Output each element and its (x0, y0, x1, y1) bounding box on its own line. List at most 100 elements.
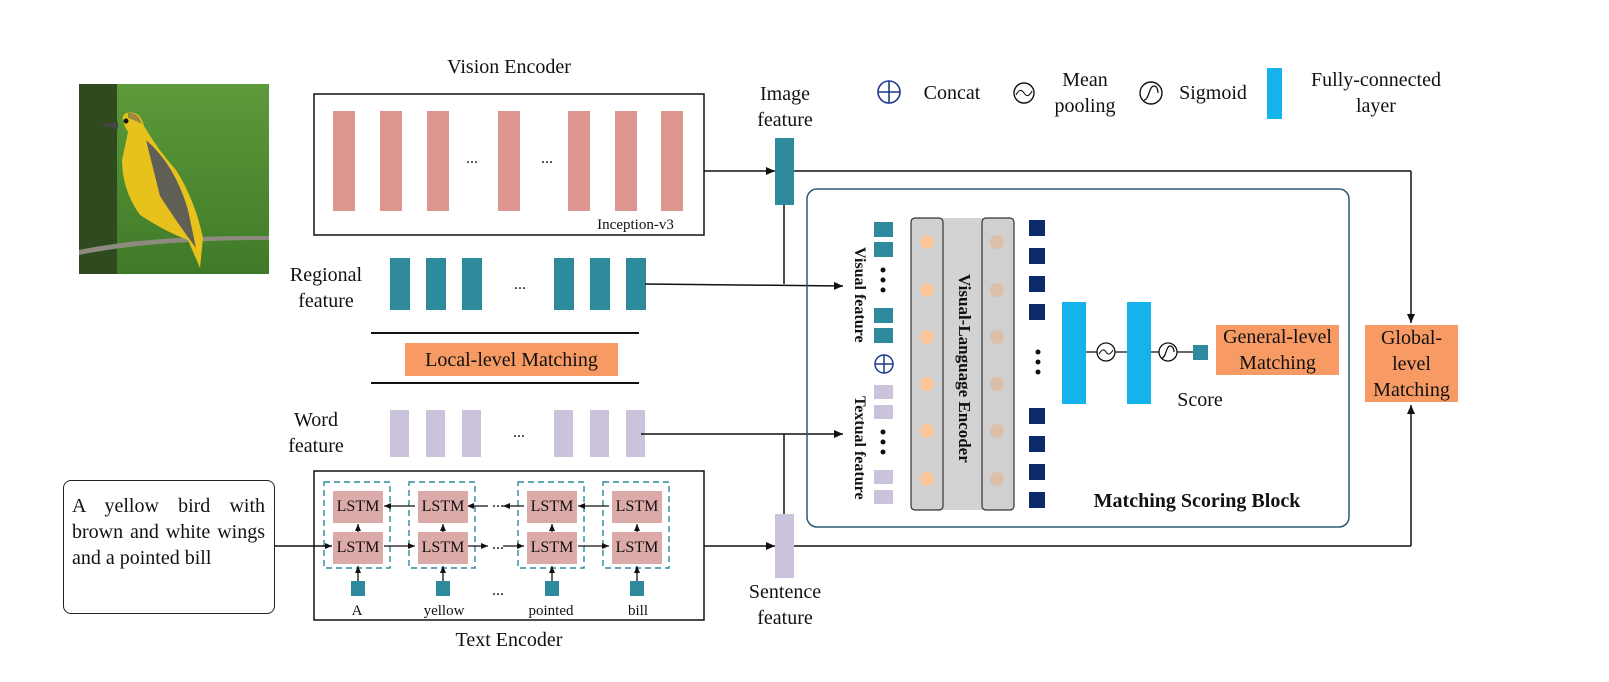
legend-concat-icon (877, 80, 901, 104)
legend-concat-label: Concat (923, 82, 981, 104)
vision-bar (615, 111, 637, 211)
fc-layer-1 (1062, 302, 1086, 404)
regional-bar (390, 258, 410, 310)
visual-feature-label: Visual feature (851, 247, 868, 343)
lstm-ellipsis-top: ... (492, 494, 504, 511)
lstm-cell: LSTM (527, 491, 577, 523)
word-bar (590, 410, 609, 457)
textual-dot (880, 429, 886, 435)
fc-layer-2 (1127, 302, 1151, 404)
regional-ellipsis: ... (514, 276, 526, 293)
token-input-square (436, 581, 450, 596)
output-dot (1035, 359, 1041, 365)
visual-feature-stack (874, 222, 893, 343)
lstm-cell: LSTM (418, 491, 468, 523)
output-token (1029, 464, 1045, 480)
output-token (1029, 436, 1045, 452)
connections (275, 167, 1415, 550)
token-label-bill: bill (627, 603, 648, 619)
encoder-input-dot (920, 377, 934, 391)
regional-bar (462, 258, 482, 310)
word-bar (626, 410, 645, 457)
matching-scoring-block (806, 188, 1350, 528)
token-label-yellow: yellow (423, 603, 465, 619)
output-token (1029, 220, 1045, 236)
encoder-output-tokens (1029, 220, 1045, 508)
token-label-pointed: pointed (528, 603, 574, 619)
vision-bar (498, 111, 520, 211)
vision-bar (661, 111, 683, 211)
legend-fc-layer-icon (1267, 68, 1282, 119)
token-input-square (630, 581, 644, 596)
textual-feature-label: Textual feature (851, 396, 868, 500)
lstm-ellipsis-bottom: ... (492, 536, 504, 553)
encoder-output-dot (990, 424, 1004, 438)
visual-token (874, 308, 893, 323)
output-token (1029, 492, 1045, 508)
encoder-input-dot (920, 330, 934, 344)
vision-encoder-bars (333, 111, 683, 211)
token-label-a: A (351, 603, 363, 619)
word-feature-bars (390, 410, 645, 457)
encoder-input-dot (920, 283, 934, 297)
word-bar (426, 410, 445, 457)
word-bar (462, 410, 481, 457)
encoder-input-dot (920, 235, 934, 249)
lstm-cell: LSTM (612, 491, 662, 523)
vision-bar (568, 111, 590, 211)
vision-ellipsis-1: ... (466, 150, 478, 167)
concat-icon (874, 354, 894, 374)
matching-scoring-block-title: Matching Scoring Block (1093, 490, 1301, 512)
vision-bar (380, 111, 402, 211)
textual-feature-stack (874, 385, 893, 504)
visual-token (874, 328, 893, 343)
legend-mean-pooling-icon (1013, 82, 1035, 104)
visual-dot (880, 287, 886, 293)
token-ellipsis: ... (492, 582, 504, 599)
legend-sigmoid-icon (1139, 81, 1163, 105)
scoring-head (1062, 302, 1208, 404)
regional-bar (590, 258, 610, 310)
visual-language-encoder (910, 217, 1015, 511)
vision-encoder-title: Vision Encoder (447, 56, 571, 78)
textual-dot (880, 439, 886, 445)
encoder-input-dot (920, 472, 934, 486)
lstm-groups (323, 481, 670, 596)
vision-encoder-box (313, 93, 705, 236)
textual-token (874, 490, 893, 504)
word-ellipsis: ... (513, 424, 525, 441)
encoder-output-dot (990, 330, 1004, 344)
visual-token (874, 222, 893, 237)
regional-bar (626, 258, 646, 310)
vision-ellipsis-2: ... (541, 150, 553, 167)
encoder-output-dot (990, 377, 1004, 391)
score-label: Score (1177, 389, 1223, 411)
legend-sigmoid-label: Sigmoid (1179, 82, 1247, 104)
token-input-square (351, 581, 365, 596)
word-bar (554, 410, 573, 457)
regional-bar (426, 258, 446, 310)
score-square (1193, 345, 1208, 360)
output-token (1029, 304, 1045, 320)
encoder-output-dot (990, 235, 1004, 249)
visual-token (874, 242, 893, 257)
bird-photo (79, 84, 269, 274)
regional-bar (554, 258, 574, 310)
textual-dot (880, 449, 886, 455)
text-encoder-title: Text Encoder (455, 629, 563, 651)
regional-feature-bars (390, 258, 646, 310)
encoder-output-dot (990, 472, 1004, 486)
lstm-cell: LSTM (418, 532, 468, 564)
word-bar (390, 410, 409, 457)
lstm-cell: LSTM (527, 532, 577, 564)
visual-dot (880, 277, 886, 283)
visual-dot (880, 267, 886, 273)
textual-token (874, 405, 893, 419)
output-token (1029, 248, 1045, 264)
